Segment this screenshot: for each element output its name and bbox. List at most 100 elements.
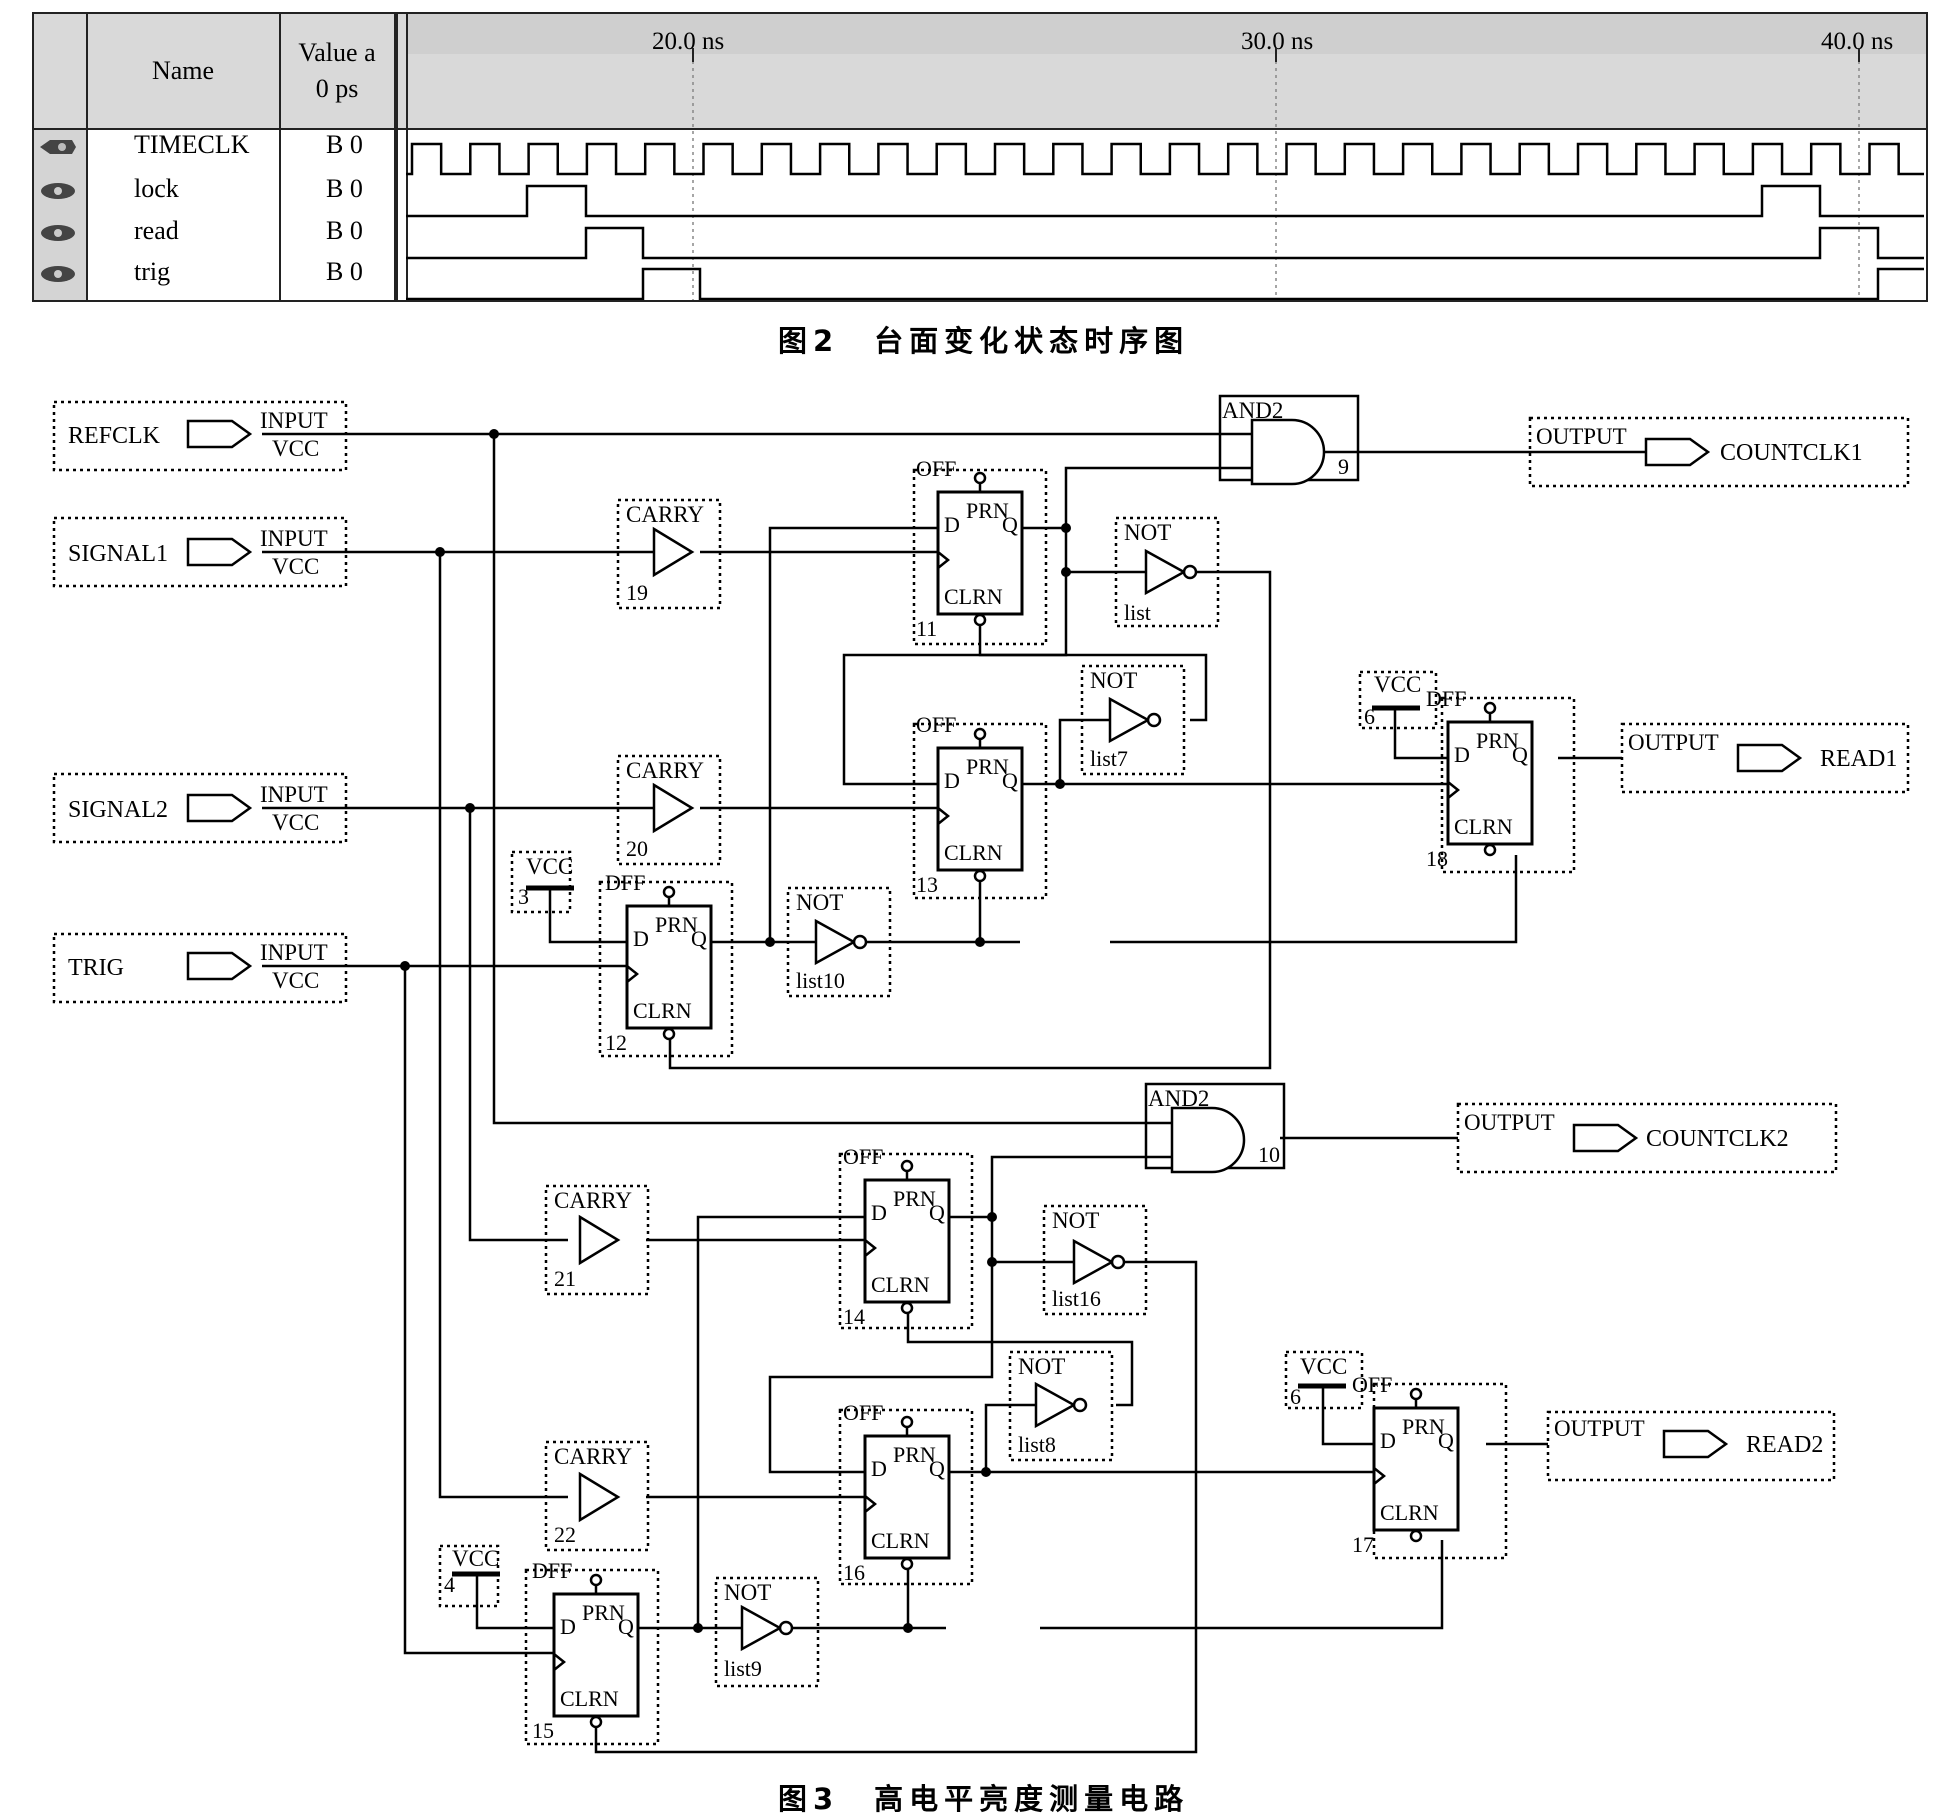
svg-text:list9: list9 (724, 1656, 762, 1681)
carry-22: CARRY 22 (554, 1444, 632, 1547)
svg-text:16: 16 (843, 1560, 865, 1585)
svg-text:DFF: DFF (1426, 686, 1466, 711)
output-pin-countclk2: OUTPUT COUNTCLK2 (1464, 1110, 1789, 1153)
signal-value-timeclk: B 0 (326, 130, 363, 159)
svg-text:6: 6 (1290, 1384, 1301, 1409)
svg-text:21: 21 (554, 1266, 576, 1291)
not-gate-list8: NOT list8 (1018, 1354, 1088, 1457)
svg-text:PRN: PRN (582, 1600, 625, 1625)
signal-name-trig[interactable]: trig (134, 257, 171, 286)
svg-text:PRN: PRN (893, 1186, 936, 1211)
signal-type-icon (40, 140, 76, 154)
svg-text:SIGNAL1: SIGNAL1 (68, 541, 168, 567)
trace-trig (406, 267, 1924, 300)
waveform-panel: Name Value a 0 ps TIMECLK lock read trig… (32, 12, 1928, 302)
svg-text:D: D (944, 768, 960, 793)
svg-text:9: 9 (1338, 454, 1349, 479)
not-gate-list: NOT list (1124, 520, 1198, 625)
time-ruler (406, 14, 1926, 54)
svg-text:Q: Q (1002, 768, 1018, 793)
eye-icon[interactable] (38, 263, 78, 285)
eye-icon[interactable] (38, 222, 78, 244)
svg-text:CLRN: CLRN (944, 840, 1003, 865)
svg-text:NOT: NOT (1018, 1354, 1065, 1379)
figure3-caption: 图3 高电平亮度测量电路 (778, 1782, 1190, 1816)
svg-text:CLRN: CLRN (1454, 814, 1513, 839)
svg-text:READ2: READ2 (1746, 1432, 1823, 1458)
svg-text:INPUT: INPUT (260, 526, 328, 551)
svg-text:NOT: NOT (1052, 1208, 1099, 1233)
svg-text:D: D (944, 512, 960, 537)
svg-text:VCC: VCC (1374, 672, 1421, 697)
junction-dots (400, 429, 1071, 1633)
svg-text:OFF: OFF (916, 712, 956, 737)
svg-text:VCC: VCC (272, 968, 319, 993)
input-pin-signal2: SIGNAL2 INPUT VCC (68, 782, 328, 835)
carry-21: CARRY 21 (554, 1188, 632, 1291)
svg-text:D: D (871, 1456, 887, 1481)
svg-text:PRN: PRN (966, 754, 1009, 779)
svg-text:13: 13 (916, 872, 938, 897)
svg-text:Q: Q (929, 1200, 945, 1225)
signal-name-read[interactable]: read (134, 216, 179, 245)
svg-text:D: D (871, 1200, 887, 1225)
waveform-traces: 20.0 ns 30.0 ns 40.0 ns (406, 28, 1924, 300)
svg-text:18: 18 (1426, 846, 1448, 871)
svg-text:INPUT: INPUT (260, 782, 328, 807)
not-gate-list16: NOT list16 (1052, 1208, 1126, 1311)
svg-text:Q: Q (1002, 512, 1018, 537)
vcc-6-top: VCC 6 (1364, 672, 1421, 729)
svg-text:20: 20 (626, 836, 648, 861)
svg-text:NOT: NOT (1124, 520, 1171, 545)
svg-text:OFF: OFF (843, 1400, 883, 1425)
svg-text:PRN: PRN (1402, 1414, 1445, 1439)
svg-text:OFF: OFF (1352, 1372, 1392, 1397)
vcc-4: VCC 4 (444, 1546, 500, 1597)
signal-value-read: B 0 (326, 216, 363, 245)
time-label-20ns: 20.0 ns (652, 28, 724, 55)
svg-text:OFF: OFF (916, 456, 956, 481)
svg-text:19: 19 (626, 580, 648, 605)
svg-text:VCC: VCC (272, 554, 319, 579)
value-header-line1[interactable]: Value a (298, 38, 376, 67)
component-frames (52, 400, 1910, 1746)
input-pin-signal1: SIGNAL1 INPUT VCC (68, 526, 328, 579)
output-pin-countclk1: OUTPUT COUNTCLK1 (1536, 424, 1863, 467)
trace-lock (406, 184, 1924, 218)
svg-text:PRN: PRN (893, 1442, 936, 1467)
signal-value-lock: B 0 (326, 174, 363, 203)
svg-text:VCC: VCC (452, 1546, 499, 1571)
svg-text:17: 17 (1352, 1532, 1374, 1557)
svg-text:list7: list7 (1090, 746, 1128, 771)
svg-text:REFCLK: REFCLK (68, 423, 161, 449)
svg-text:OUTPUT: OUTPUT (1536, 424, 1627, 449)
trace-timeclk (406, 142, 1924, 176)
value-header-line2: 0 ps (315, 74, 359, 103)
svg-text:PRN: PRN (966, 498, 1009, 523)
signal-value-trig: B 0 (326, 257, 363, 286)
svg-text:CLRN: CLRN (1380, 1500, 1439, 1525)
signal-name-timeclk[interactable]: TIMECLK (134, 130, 250, 159)
svg-text:VCC: VCC (272, 436, 319, 461)
signal-name-lock[interactable]: lock (134, 174, 179, 203)
svg-text:READ1: READ1 (1820, 746, 1897, 772)
svg-text:CARRY: CARRY (626, 758, 704, 783)
svg-text:OFF: OFF (843, 1144, 883, 1169)
name-header[interactable]: Name (151, 56, 215, 85)
eye-icon[interactable] (38, 180, 78, 202)
not-gate-list9: NOT list9 (724, 1580, 794, 1681)
svg-text:INPUT: INPUT (260, 940, 328, 965)
svg-text:VCC: VCC (272, 810, 319, 835)
svg-text:CARRY: CARRY (626, 502, 704, 527)
svg-text:list: list (1124, 600, 1151, 625)
svg-text:list16: list16 (1052, 1286, 1101, 1311)
svg-text:6: 6 (1364, 704, 1375, 729)
svg-text:12: 12 (605, 1030, 627, 1055)
